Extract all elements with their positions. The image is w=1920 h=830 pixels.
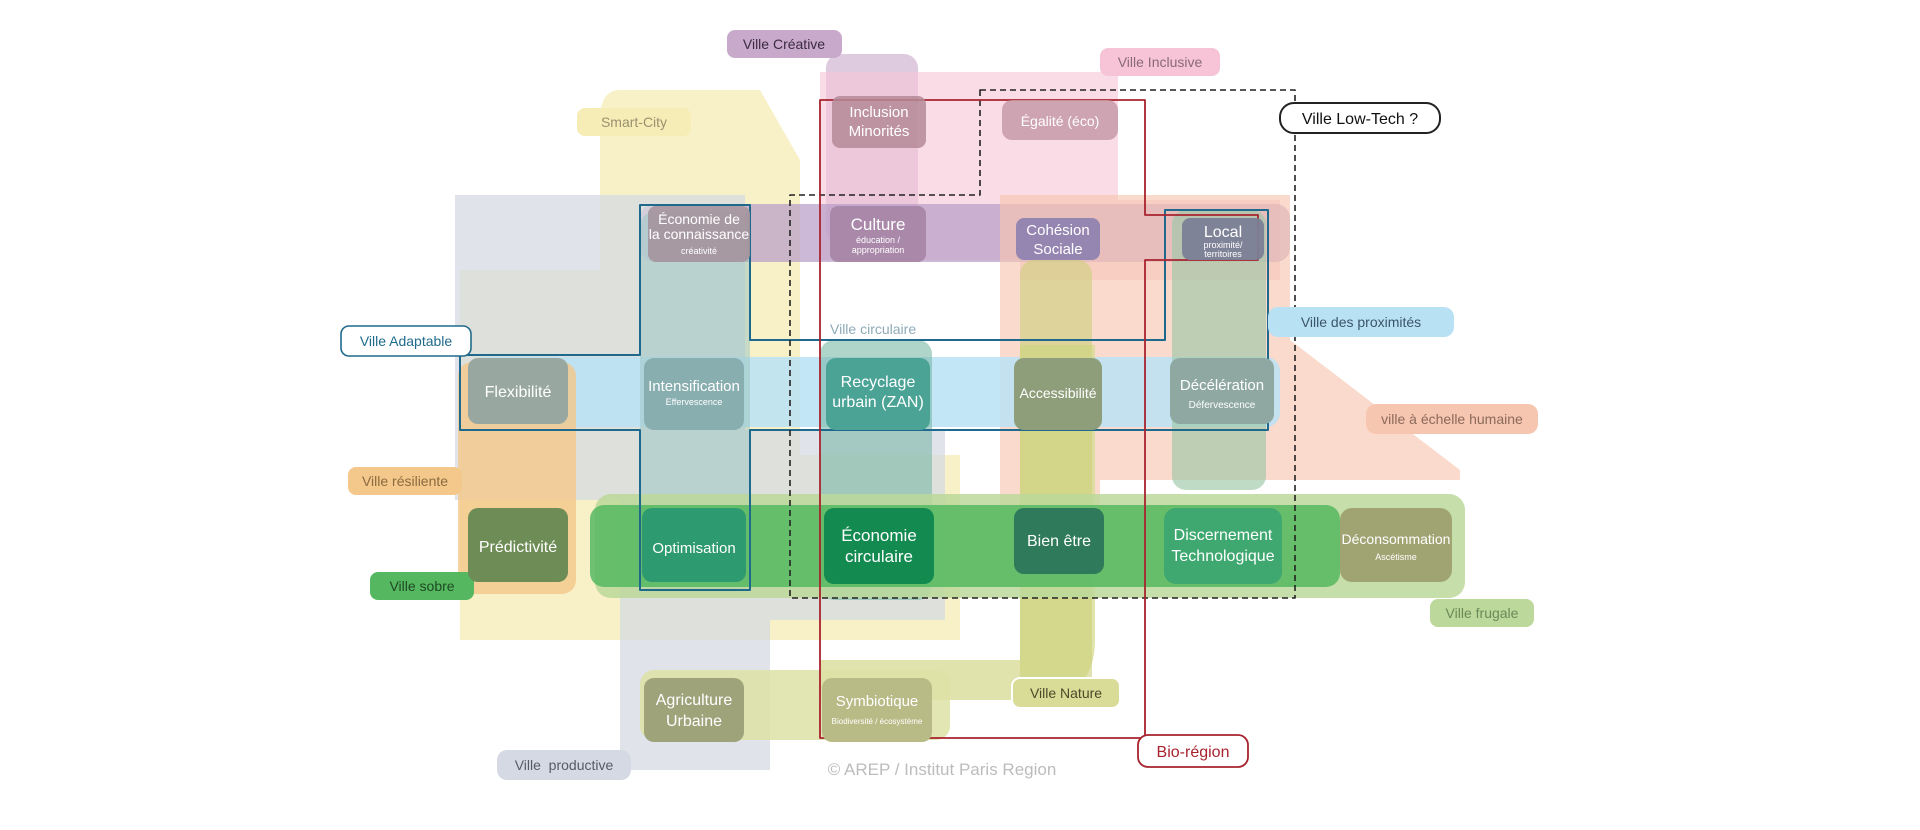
zone-label-ville-des-proximites: Ville des proximités [1301, 314, 1421, 330]
zone-shapes [455, 54, 1465, 770]
svg-text:Inclusion: Inclusion [849, 104, 908, 121]
node-recyclage: Recyclage urbain (ZAN) [826, 358, 930, 430]
svg-text:appropriation: appropriation [852, 245, 905, 255]
svg-text:Flexibilité: Flexibilité [485, 384, 552, 401]
svg-text:proximité/: proximité/ [1203, 240, 1243, 250]
svg-text:Agriculture: Agriculture [656, 692, 733, 709]
node-inclusion: Inclusion Minorités [832, 96, 926, 148]
svg-text:Accessibilité: Accessibilité [1019, 385, 1096, 401]
svg-text:créativité: créativité [681, 246, 717, 256]
node-intensification: Intensification Effervescence [644, 358, 744, 430]
svg-text:Économie de: Économie de [658, 211, 740, 227]
svg-text:Égalité (éco): Égalité (éco) [1021, 113, 1100, 129]
node-discernement: Discernement Technologique [1164, 508, 1282, 584]
svg-text:territoires: territoires [1204, 249, 1242, 259]
node-economie-circulaire: Économie circulaire [824, 508, 934, 584]
svg-text:circulaire: circulaire [845, 547, 913, 566]
zone-label-ville-frugale: Ville frugale [1446, 605, 1519, 621]
node-predictivite: Prédictivité [468, 508, 568, 582]
svg-text:Culture: Culture [851, 215, 906, 234]
zone-label-ville-echelle-humaine: ville à échelle humaine [1381, 411, 1523, 427]
zone-label-ville-resiliente: Ville résiliente [362, 473, 448, 489]
svg-text:Discernement: Discernement [1174, 527, 1273, 544]
svg-text:Bien être: Bien être [1027, 533, 1091, 550]
svg-text:Effervescence: Effervescence [666, 397, 723, 407]
zone-label-bio-region: Bio-région [1157, 744, 1230, 761]
node-flexibilite: Flexibilité [468, 358, 568, 424]
svg-text:la connaissance: la connaissance [649, 226, 750, 242]
svg-text:Technologique: Technologique [1171, 548, 1274, 565]
node-optimisation: Optimisation [642, 508, 746, 582]
zone-label-ville-nature: Ville Nature [1030, 685, 1102, 701]
svg-text:Défervescence: Défervescence [1189, 400, 1256, 411]
svg-text:Biodiversité / écosystème: Biodiversité / écosystème [832, 717, 923, 726]
svg-text:Symbiotique: Symbiotique [836, 693, 919, 710]
svg-text:Déconsommation: Déconsommation [1342, 531, 1451, 547]
svg-text:Local: Local [1204, 224, 1242, 241]
svg-text:Prédictivité: Prédictivité [479, 539, 557, 556]
svg-text:Optimisation: Optimisation [652, 540, 735, 557]
node-egalite: Égalité (éco) [1002, 100, 1118, 140]
node-culture: Culture éducation / appropriation [830, 206, 926, 262]
svg-text:Cohésion: Cohésion [1026, 222, 1089, 239]
svg-text:Économie: Économie [841, 526, 917, 545]
svg-text:Minorités: Minorités [849, 123, 910, 140]
zone-label-ville-creative: Ville Créative [743, 36, 825, 52]
low-tech-outline [789, 89, 1296, 599]
svg-text:Ascétisme: Ascétisme [1375, 552, 1417, 562]
node-symbiotique: Symbiotique Biodiversité / écosystème [822, 678, 932, 742]
zone-sobre [590, 505, 1340, 587]
node-economie-connaissance: Économie de la connaissance créativité [648, 206, 750, 262]
zone-label-ville-inclusive: Ville Inclusive [1118, 54, 1203, 70]
zone-label-smart-city: Smart-City [601, 114, 667, 130]
svg-text:Sociale: Sociale [1033, 241, 1082, 258]
zone-labels: Ville Créative Ville Inclusive Smart-Cit… [340, 30, 1538, 780]
node-local: Local proximité/ territoires [1182, 218, 1264, 260]
svg-text:Décélération: Décélération [1180, 377, 1264, 394]
zone-label-ville-productive: Ville productive [515, 757, 614, 773]
node-deconsommation: Déconsommation Ascétisme [1340, 508, 1452, 582]
svg-text:urbain (ZAN): urbain (ZAN) [832, 394, 924, 411]
zone-label-ville-sobre: Ville sobre [389, 578, 454, 594]
node-cohesion: Cohésion Sociale [1016, 218, 1100, 260]
zone-label-ville-low-tech: Ville Low-Tech ? [1302, 111, 1418, 128]
zone-label-ville-adaptable: Ville Adaptable [360, 333, 453, 349]
credit-text: © AREP / Institut Paris Region [828, 760, 1057, 779]
svg-text:Recyclage: Recyclage [841, 374, 916, 391]
zone-nature-column [1020, 260, 1092, 700]
zone-label-ville-circulaire: Ville circulaire [830, 321, 916, 337]
node-deceleration: Décélération Défervescence [1170, 358, 1274, 424]
adaptable-outline [459, 204, 1269, 591]
concept-nodes: Inclusion Minorités Égalité (éco) Économ… [468, 96, 1452, 742]
svg-text:Urbaine: Urbaine [666, 713, 722, 730]
svg-text:Intensification: Intensification [648, 378, 740, 395]
node-bien-etre: Bien être [1014, 508, 1104, 574]
node-agriculture: Agriculture Urbaine [644, 678, 744, 742]
svg-text:éducation /: éducation / [856, 235, 901, 245]
node-accessibilite: Accessibilité [1014, 358, 1102, 430]
